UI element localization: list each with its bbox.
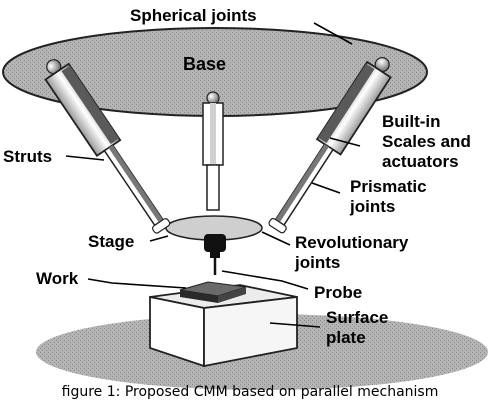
leader-struts [65,155,105,161]
left-strut [44,59,171,234]
label-surface-1: Surface [326,308,388,327]
label-builtin-2: Scales and [382,132,471,151]
leader-spherical [313,22,353,45]
label-base: Base [183,54,226,74]
figure-caption: figure 1: Proposed CMM based on parallel… [61,384,439,400]
leader-work [87,278,187,289]
leader-builtin [329,137,361,147]
probe [204,234,226,275]
label-builtin-3: actuators [382,152,459,171]
label-revolutionary-2: joints [294,253,340,272]
work-piece [179,281,247,303]
surface-plate-block [149,284,298,368]
label-prismatic-2: joints [349,197,395,216]
leader-surface [269,322,321,328]
leader-prismatic [311,182,341,194]
label-work: Work [36,269,79,288]
center-strut [202,91,224,211]
label-builtin-1: Built-in [382,112,441,131]
label-prismatic-1: Prismatic [350,177,427,196]
label-struts: Struts [3,147,52,166]
leader-stage [149,235,169,242]
label-spherical-joints: Spherical joints [130,6,257,25]
right-strut [268,57,392,234]
label-revolutionary-1: Revolutionary [295,233,409,252]
label-probe: Probe [314,283,362,302]
leader-revolutionary [261,231,291,246]
label-stage: Stage [88,232,134,251]
label-surface-2: plate [326,328,366,347]
leader-probe [221,270,309,290]
leader-lines [65,22,361,328]
